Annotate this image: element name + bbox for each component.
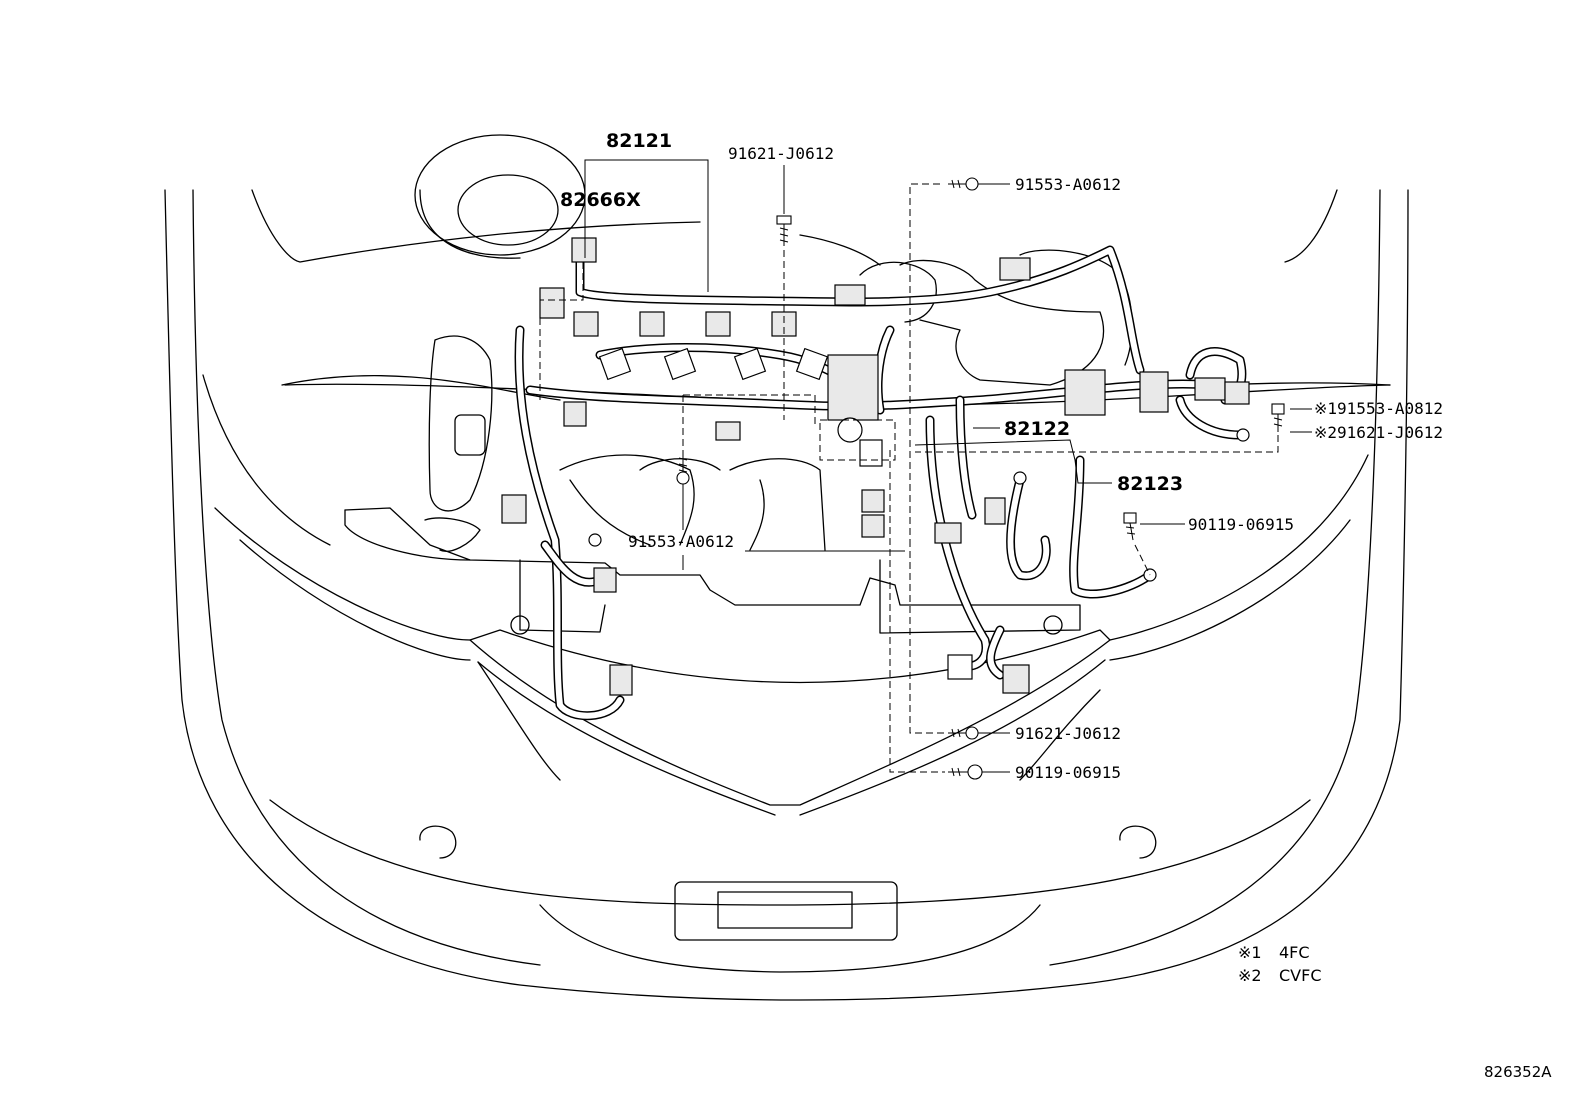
callout-91553-right: ※191553-A0812 [1314,399,1443,418]
callout-91553-center: 91553-A0612 [628,532,734,551]
bolt-icon [948,726,979,740]
legend-mark-2: ※2 [1238,966,1262,985]
callout-91553-top: 91553-A0612 [1015,175,1121,194]
callout-82123: 82123 [1117,473,1183,495]
callout-91621-bottom: 91621-J0612 [1015,724,1121,743]
bolt-icon [948,177,979,191]
fasteners [676,177,1285,780]
engine-wire-harness [501,237,1250,721]
callout-90119-bottom: 90119-06915 [1015,763,1121,782]
bolt-icon [1123,512,1137,541]
diagram-code: 826352A [1484,1063,1552,1081]
legend-text-2: CVFC [1279,966,1322,985]
callout-90119-right: 90119-06915 [1188,515,1294,534]
leader-lines [584,159,1312,773]
part-callouts: 82121 82666X 91621-J0612 91553-A0612 ※19… [560,130,1443,782]
callout-91621-right: ※291621-J0612 [1314,423,1443,442]
bolt-icon [1271,403,1285,432]
legend-mark-1: ※1 [1238,943,1262,962]
callout-91621-top: 91621-J0612 [728,144,834,163]
callout-82121: 82121 [606,130,672,152]
bolt-icon [676,455,690,485]
callout-82666x: 82666X [560,189,641,211]
callout-82122: 82122 [1004,418,1070,440]
dashed-guide-lines [539,183,1279,773]
legend-text-1: 4FC [1279,943,1310,962]
bolt-icon [948,764,983,780]
legend: ※1 4FC ※2 CVFC [1238,943,1322,985]
bolt-icon [776,215,792,246]
